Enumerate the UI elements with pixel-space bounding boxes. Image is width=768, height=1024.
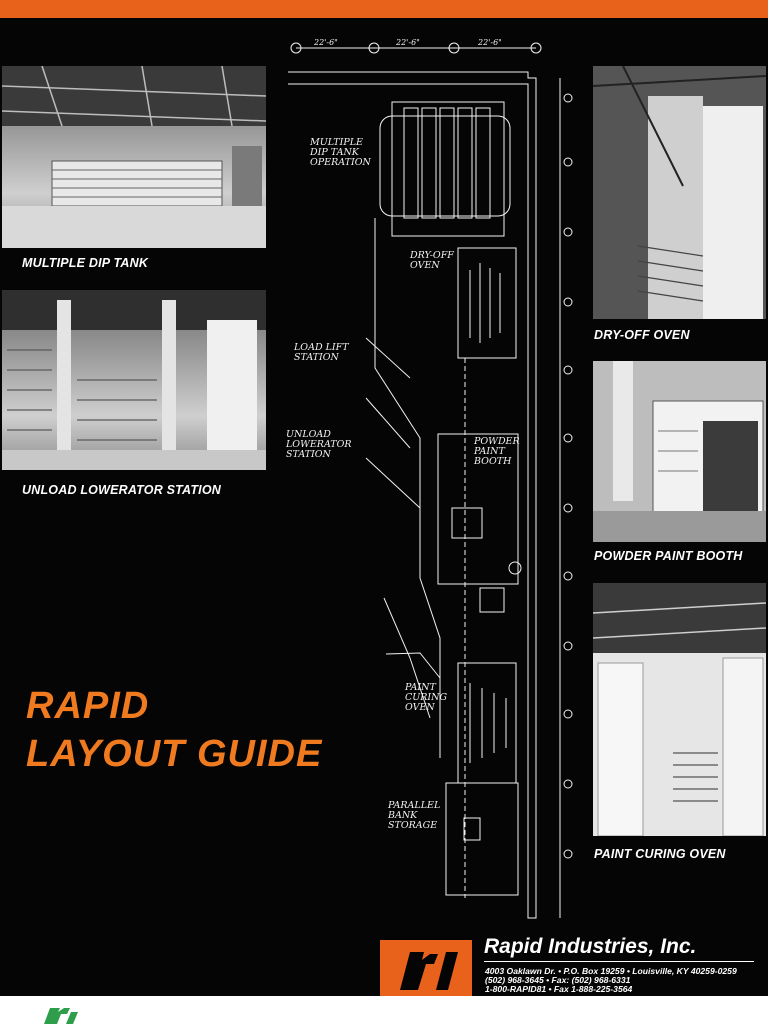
cover-title-line-2: LAYOUT GUIDE <box>26 733 323 775</box>
photo-caption: PAINT CURING OVEN <box>594 847 726 861</box>
photo-multiple-dip-tank-image <box>2 66 266 248</box>
plan-label-parallel-bank-storage: PARALLEL BANK STORAGE <box>388 800 441 831</box>
plan-label-powder-paint-booth: POWDER PAINT BOOTH <box>474 436 520 467</box>
photo-paint-curing-oven-image <box>593 583 766 836</box>
layout-plan-drawing: 22'-6" 22'-6" 22'-6" <box>288 38 573 919</box>
footer-logo-icon <box>44 1008 78 1024</box>
top-orange-bar <box>0 0 768 18</box>
company-logo <box>380 940 472 996</box>
plan-dimension-label: 22'-6" <box>313 38 338 47</box>
plan-dimension-label: 22'-6" <box>477 38 502 47</box>
photo-dry-off-oven-image <box>593 66 766 319</box>
plan-label-dry-off-oven: DRY-OFF OVEN <box>410 250 454 271</box>
photo-paint-curing-oven <box>593 583 766 836</box>
photo-caption: UNLOAD LOWERATOR STATION <box>22 483 221 497</box>
plan-dimension-label: 22'-6" <box>395 38 420 47</box>
company-logo-mark <box>400 952 458 990</box>
plan-label-paint-curing-oven: PAINT CURING OVEN <box>405 682 448 713</box>
plan-label-multiple-dip-tank: MULTIPLE DIP TANK OPERATION <box>310 137 371 168</box>
company-divider <box>484 961 754 962</box>
photo-caption: MULTIPLE DIP TANK <box>22 256 149 270</box>
photo-caption: POWDER PAINT BOOTH <box>594 549 743 563</box>
company-name: Rapid Industries, Inc. <box>484 935 697 958</box>
photo-dry-off-oven <box>593 66 766 319</box>
plan-label-unload-lowerator-station: UNLOAD LOWERATOR STATION <box>286 429 352 460</box>
company-address: 4003 Oaklawn Dr. • P.O. Box 19259 • Loui… <box>485 966 737 976</box>
company-phone: (502) 968-3645 • Fax: (502) 968-6331 <box>485 975 631 985</box>
cover-poster: MULTIPLE DIP TANK UNLOAD LOWERATOR STATI… <box>0 18 768 996</box>
photo-unload-lowerator-image <box>2 290 266 470</box>
company-toll-free: 1-800-RAPID81 • Fax 1-888-225-3564 <box>485 984 633 994</box>
photo-powder-paint-booth-image <box>593 361 766 542</box>
photo-caption: DRY-OFF OVEN <box>594 328 690 342</box>
photo-powder-paint-booth <box>593 361 766 542</box>
photo-unload-lowerator <box>2 290 266 470</box>
plan-label-load-lift-station: LOAD LIFT STATION <box>294 342 349 363</box>
photo-multiple-dip-tank <box>2 66 266 248</box>
cover-title-line-1: RAPID <box>26 685 150 727</box>
